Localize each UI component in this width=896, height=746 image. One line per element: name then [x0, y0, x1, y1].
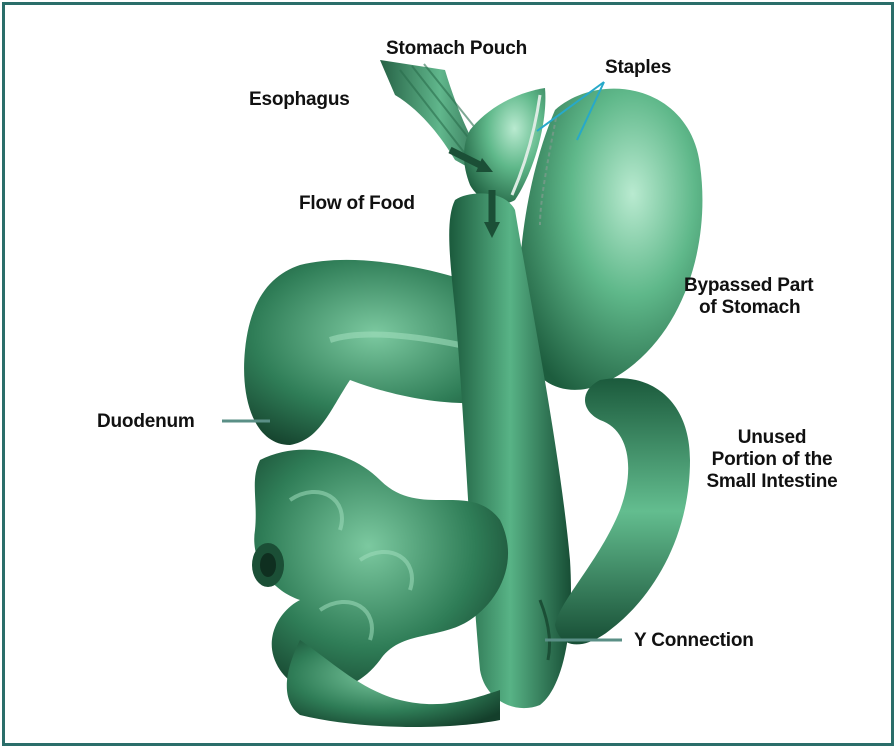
- label-duodenum: Duodenum: [97, 411, 195, 433]
- label-flow-of-food: Flow of Food: [299, 193, 415, 215]
- label-bypassed-stomach: Bypassed Part of Stomach: [684, 275, 813, 319]
- label-staples: Staples: [605, 57, 671, 79]
- label-unused-line2: Portion of the: [688, 449, 856, 471]
- label-bypassed-line1: Bypassed Part: [684, 275, 813, 297]
- bypassed-stomach-shape: [519, 89, 703, 390]
- label-bypassed-line2: of Stomach: [684, 297, 813, 319]
- label-unused-line3: Small Intestine: [688, 471, 856, 493]
- label-unused-intestine: Unused Portion of the Small Intestine: [688, 427, 856, 493]
- label-unused-line1: Unused: [688, 427, 856, 449]
- label-esophagus: Esophagus: [249, 89, 350, 111]
- label-stomach-pouch: Stomach Pouch: [386, 38, 527, 60]
- unused-intestine-shape: [555, 378, 690, 644]
- label-y-connection: Y Connection: [634, 630, 754, 652]
